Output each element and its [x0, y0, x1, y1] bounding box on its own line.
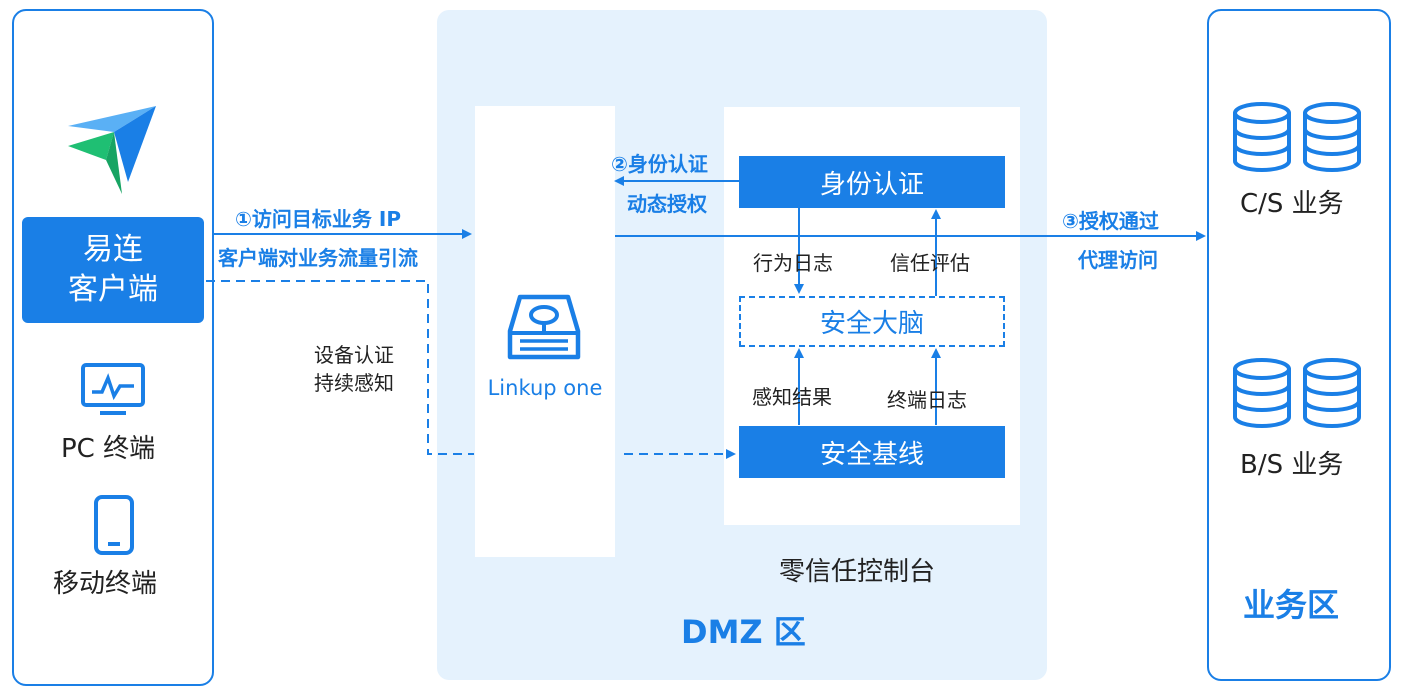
linkup-device-icon [507, 294, 581, 360]
step3-label-line1: ③授权通过 [1062, 209, 1159, 233]
linkup-one-label: Linkup one [487, 376, 603, 400]
client-app-name-line1: 易连 [83, 232, 143, 267]
client-app-name-line2: 客户端 [68, 272, 158, 307]
business-zone-title: 业务区 [1243, 586, 1340, 624]
security-brain-block: 安全大脑 [739, 296, 1005, 347]
dmz-zone-title: DMZ 区 [681, 613, 806, 651]
step1-label-line2: 客户端对业务流量引流 [218, 246, 418, 270]
cs-business-label: C/S 业务 [1240, 189, 1344, 219]
terminal-log-label: 终端日志 [887, 388, 967, 412]
app-logo-icon [68, 106, 156, 194]
client-app-button[interactable]: 易连 客户端 [22, 217, 204, 323]
behavior-log-label: 行为日志 [753, 251, 833, 275]
flow-dashed-device [206, 280, 474, 455]
business-zone-panel [1207, 9, 1391, 681]
step2-label-line2: 动态授权 [627, 192, 707, 216]
perception-result-label: 感知结果 [752, 385, 832, 409]
pc-monitor-icon [81, 363, 145, 415]
cs-database-icon [1233, 102, 1361, 172]
identity-auth-block: 身份认证 [739, 156, 1005, 208]
device-auth-label: 设备认证 [314, 343, 394, 367]
step3-label-line2: 代理访问 [1078, 248, 1158, 272]
bs-database-icon [1233, 358, 1361, 428]
step2-label-line1: ②身份认证 [611, 152, 708, 176]
step1-label-line1: ①访问目标业务 IP [235, 207, 401, 231]
bs-business-label: B/S 业务 [1240, 450, 1344, 480]
mobile-terminal-label: 移动终端 [53, 569, 158, 599]
security-baseline-block: 安全基线 [739, 426, 1005, 478]
zero-trust-console-title: 零信任控制台 [779, 557, 936, 587]
continuous-perception-label: 持续感知 [314, 371, 394, 395]
client-panel [12, 9, 214, 686]
mobile-phone-icon [94, 495, 134, 555]
trust-evaluation-label: 信任评估 [890, 251, 970, 275]
pc-terminal-label: PC 终端 [61, 434, 156, 464]
